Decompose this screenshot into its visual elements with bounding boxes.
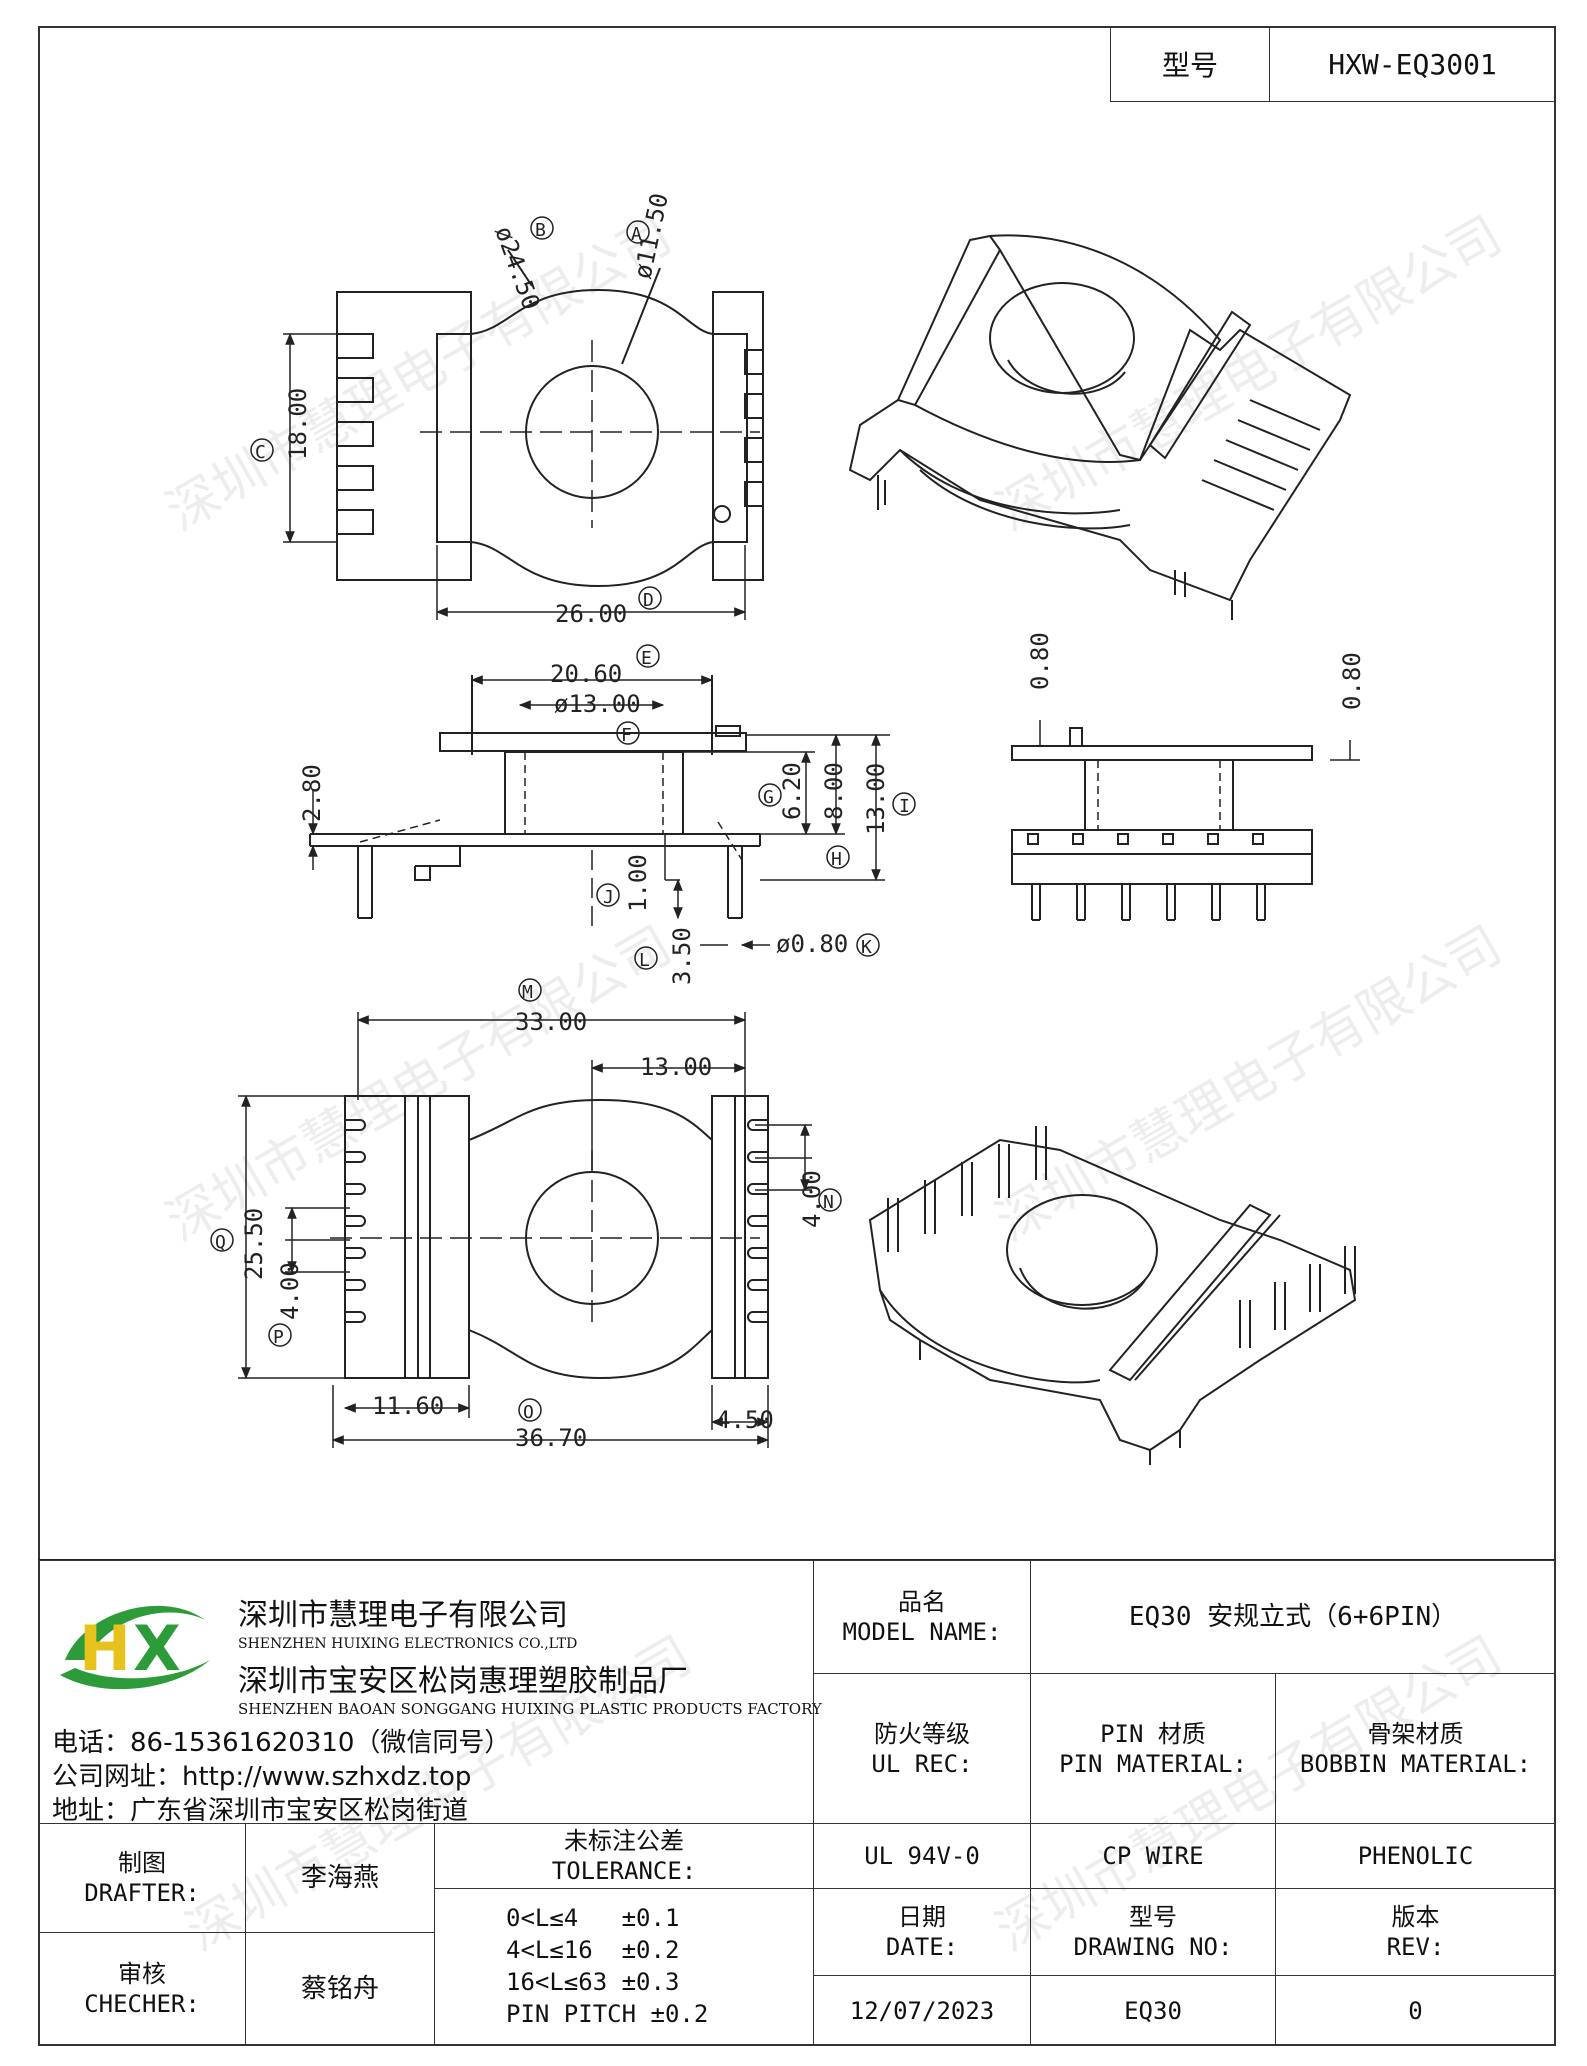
iso-view-bottom — [868, 1126, 1357, 1465]
bottom-view: 33.00 13.00 25.50 4.00 4.00 11.60 36.70 … — [210, 978, 842, 1452]
svg-text:M: M — [522, 982, 533, 1003]
svg-text:B: B — [535, 220, 546, 241]
company-address: 地址：广东省深圳市宝安区松岗街道 — [52, 1796, 469, 1826]
logo-swoosh-top — [65, 1605, 205, 1660]
end-view-pins — [1027, 833, 1266, 921]
dim-20-60: 20.60 — [550, 660, 622, 688]
svg-text:I: I — [899, 796, 910, 817]
svg-text:G: G — [763, 787, 774, 808]
dim-2-80: 2.80 — [298, 764, 326, 822]
tolerance-box — [434, 1888, 814, 2046]
svg-text:K: K — [861, 937, 872, 958]
iso-pins-top — [887, 1126, 1047, 1252]
logo-swoosh-bottom — [60, 1660, 210, 1690]
tolerance-line-3: 16<L≤63 ±0.3 — [506, 1968, 680, 1996]
factory-name-en: SHENZHEN BAOAN SONGGANG HUIXING PLASTIC … — [238, 1700, 822, 1718]
drawing-no-value: EQ30 — [1030, 1975, 1276, 2046]
checker-name: 蔡铭舟 — [245, 1932, 435, 2046]
logo-letter-h: H — [79, 1612, 131, 1685]
svg-text:C: C — [255, 442, 266, 463]
dim-18-00: 18.00 — [284, 388, 312, 460]
rev-value: 0 — [1275, 1975, 1556, 2046]
side-view: 20.60 ø13.00 2.80 6.20 8.00 13.00 1.00 3… — [298, 644, 916, 985]
iso-view-top — [848, 234, 1352, 620]
svg-text:L: L — [639, 950, 650, 971]
dim-4-50: 4.50 — [716, 1406, 774, 1434]
dim-26-00: 26.00 — [555, 600, 627, 628]
company-website: 公司网址：http://www.szhxdz.top — [52, 1762, 472, 1792]
dim-36-70: 36.70 — [515, 1424, 587, 1452]
dim-8-00: 8.00 — [820, 762, 848, 820]
ul-rec-value: UL 94V-0 — [813, 1823, 1031, 1889]
company-name-en: SHENZHEN HUIXING ELECTRONICS CO.,LTD — [238, 1636, 578, 1652]
dim-13-00: 13.00 — [862, 763, 890, 835]
dim-6-20: 6.20 — [778, 762, 806, 820]
model-label: 型号 — [1110, 26, 1270, 102]
company-phone: 电话：86-15361620310（微信同号） — [52, 1728, 511, 1758]
date-value: 12/07/2023 — [813, 1975, 1031, 2046]
svg-text:D: D — [643, 590, 654, 611]
dim-4-00-a: 4.00 — [276, 1262, 304, 1320]
svg-text:N: N — [823, 1192, 834, 1213]
svg-text:O: O — [523, 1402, 534, 1423]
company-box — [38, 1560, 814, 1824]
dim-bottom-13-00: 13.00 — [640, 1053, 712, 1081]
dim-d13-00: ø13.00 — [554, 690, 641, 718]
dim-end-0-80-b: 0.80 — [1338, 652, 1366, 710]
svg-text:F: F — [621, 725, 632, 746]
drafter-name: 李海燕 — [245, 1823, 435, 1933]
svg-text:A: A — [631, 224, 642, 245]
top-left-pins — [337, 333, 374, 535]
model-name-value: EQ30 安规立式（6+6PIN） — [1030, 1560, 1556, 1674]
svg-text:Q: Q — [215, 1232, 226, 1253]
dim-end-0-80-a: 0.80 — [1026, 632, 1054, 690]
dim-4-00-b: 4.00 — [798, 1170, 826, 1228]
end-view: 0.80 0.80 — [1011, 632, 1366, 921]
dim-3-50: 3.50 — [668, 927, 696, 985]
tolerance-line-2: 4<L≤16 ±0.2 — [506, 1936, 680, 1964]
svg-text:H: H — [831, 849, 842, 870]
company-name-cn: 深圳市慧理电子有限公司 — [238, 1598, 568, 1633]
svg-text:P: P — [273, 1327, 284, 1348]
iso-pins-right — [1239, 1246, 1356, 1348]
logo-letter-x: X — [133, 1612, 181, 1685]
svg-text:E: E — [641, 648, 652, 669]
dim-1-00: 1.00 — [624, 854, 652, 912]
tolerance-line-4: PIN PITCH ±0.2 — [506, 2000, 709, 2028]
top-view: ø24.50 ø11.50 18.00 26.00 B A C D — [250, 191, 764, 628]
dim-25-50: 25.50 — [240, 1208, 268, 1280]
factory-name-cn: 深圳市宝安区松岗惠理塑胶制品厂 — [238, 1664, 688, 1699]
pin-material-value: CP WIRE — [1030, 1823, 1276, 1889]
svg-text:J: J — [603, 887, 614, 908]
bobbin-material-value: PHENOLIC — [1275, 1823, 1556, 1889]
model-value: HXW-EQ3001 — [1269, 26, 1556, 102]
company-logo: H X — [55, 1590, 220, 1700]
dim-33-00: 33.00 — [515, 1008, 587, 1036]
tolerance-line-1: 0<L≤4 ±0.1 — [506, 1904, 680, 1932]
technical-drawing: ø24.50 ø11.50 18.00 26.00 B A C D — [38, 191, 1556, 1560]
bottom-left-slots — [345, 1119, 366, 1323]
bottom-right-slots — [747, 1119, 768, 1323]
dim-d0-80: ø0.80 — [776, 930, 848, 958]
dim-11-60: 11.60 — [372, 1392, 444, 1420]
